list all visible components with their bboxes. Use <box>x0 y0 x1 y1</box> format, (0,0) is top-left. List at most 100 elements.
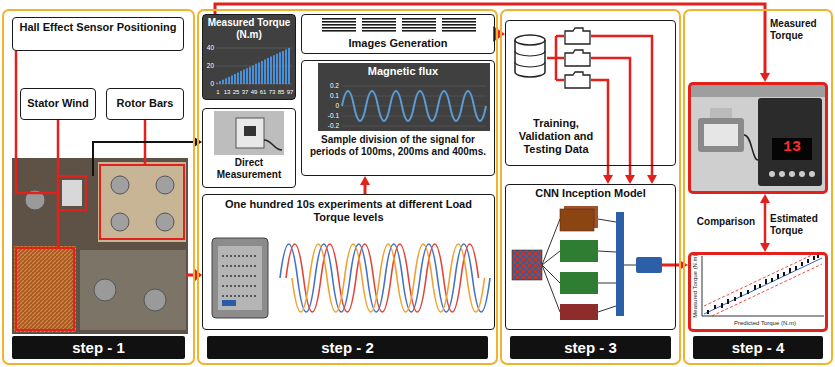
axis-label: 97 <box>284 88 296 96</box>
box-label: Stator Wind <box>23 97 93 110</box>
heading: Estimated Torque <box>770 213 826 237</box>
axis-label: 37 <box>239 88 251 96</box>
daq-device <box>222 256 258 296</box>
chart-box: Measured Torque (N.m) <box>202 14 296 100</box>
data-split-line <box>547 36 564 80</box>
model-box: CNN Inception Model <box>505 184 676 330</box>
folder-icon <box>565 28 590 44</box>
image-stripes <box>322 17 476 33</box>
arrow-head <box>360 176 370 185</box>
sensor-photo <box>244 126 256 136</box>
box-label: Images Generation <box>305 37 491 50</box>
torque-meter-photo <box>704 124 738 146</box>
scatter-plot <box>702 254 824 316</box>
connector-line <box>764 202 767 244</box>
arrow-head <box>760 243 770 252</box>
data-split-line <box>591 80 608 166</box>
torque-bar-chart <box>216 48 292 84</box>
box-label: Rotor Bars <box>109 97 181 110</box>
sensor-photo <box>214 111 284 155</box>
data-split-line <box>591 36 652 166</box>
sensor-photo <box>236 118 264 148</box>
cnn-diagram <box>560 304 598 320</box>
display-value: 13 <box>772 139 812 156</box>
axis-label: Measured Torque (N.m) <box>691 253 699 319</box>
step-panel: step - 2 Measured Torque (N.m) Images Gene… <box>197 9 498 365</box>
box-label: Hall Effect Sensor Positioning <box>16 21 180 34</box>
axis-label: -0.2 <box>318 122 339 131</box>
connector-line <box>651 166 654 176</box>
arrow-head <box>603 175 613 184</box>
axis-label: -0.1 <box>318 112 339 121</box>
step-label: step - 2 <box>207 336 488 359</box>
torque-meter-photo <box>691 85 825 191</box>
axis-label: 49 <box>248 88 260 96</box>
connector-arrow <box>647 166 657 184</box>
motor-photo <box>111 176 129 194</box>
folder-icon <box>565 28 590 88</box>
leader-line <box>16 51 145 248</box>
data-split-line <box>591 58 630 166</box>
motor-photo <box>14 246 76 332</box>
leader-line <box>57 120 60 248</box>
arrow-head <box>625 175 635 184</box>
folder-icon <box>565 72 590 88</box>
cnn-diagram <box>616 212 624 316</box>
connector-arrow <box>676 260 688 270</box>
cnn-diagram <box>662 264 676 267</box>
torque-meter-photo <box>698 118 744 152</box>
image-stripes <box>322 17 356 33</box>
box-label: Direct Measurement <box>206 157 292 181</box>
flux-chart <box>318 63 490 131</box>
axis-label: 61 <box>257 88 269 96</box>
axis-label: 13 <box>221 88 233 96</box>
axis-label: 0 <box>318 102 339 111</box>
axis-label: 0.1 <box>318 92 339 101</box>
daq-device <box>212 238 268 318</box>
daq-device <box>212 238 268 318</box>
cnn-diagram <box>512 250 542 280</box>
box-label: Sample division of the signal for period… <box>306 134 490 158</box>
database-icon <box>515 51 545 67</box>
process-box: Hall Effect Sensor Positioning <box>12 17 184 51</box>
torque-meter-photo <box>772 138 812 160</box>
step-label: step - 4 <box>693 336 823 359</box>
sensor-photo <box>214 111 284 155</box>
signal-waves <box>292 244 485 312</box>
torque-meter-photo <box>789 171 795 177</box>
step-panel: step - 4 Measured TorqueEstimated Torque <box>683 9 833 365</box>
connector-arrow <box>360 176 370 194</box>
motor-photo <box>62 180 82 206</box>
process-box: Stator Wind <box>20 88 96 120</box>
cnn-diagram <box>560 272 598 294</box>
motor-photo <box>12 158 188 334</box>
process-box: Images Generation <box>301 14 495 54</box>
connector-line <box>629 166 632 176</box>
motor-photo <box>144 289 166 311</box>
axis-label: 20 <box>203 62 214 71</box>
signal-waves <box>280 244 490 312</box>
motor-photo <box>156 176 174 194</box>
connector-arrow <box>215 4 770 82</box>
data-box: Training, Validation and Testing Data <box>505 20 676 166</box>
box-label: One hundred 10s experiments at different… <box>208 198 489 224</box>
edge-label: Comparison <box>692 215 760 228</box>
step-label: step - 3 <box>510 336 671 359</box>
motor-photo <box>98 162 186 242</box>
torque-meter-photo <box>799 171 805 177</box>
photo-box: Measured Torque <box>688 82 828 194</box>
cnn-diagram <box>636 257 662 273</box>
arrow-head <box>760 73 770 82</box>
measurement-arrow <box>93 137 202 176</box>
image-stripes <box>362 17 396 33</box>
motor-photo <box>80 250 186 330</box>
folder-icon <box>565 50 590 66</box>
connector-arrow <box>625 166 635 184</box>
motor-photo <box>111 213 129 231</box>
torque-meter-photo <box>779 171 785 177</box>
connector-line <box>607 166 610 176</box>
axis-label: 1 <box>212 88 224 96</box>
step-panel: step - 3 Training, Validation and Testing… <box>500 9 681 365</box>
box-label: Measured Torque (N.m) <box>206 17 292 41</box>
step-label: step - 1 <box>12 336 185 359</box>
